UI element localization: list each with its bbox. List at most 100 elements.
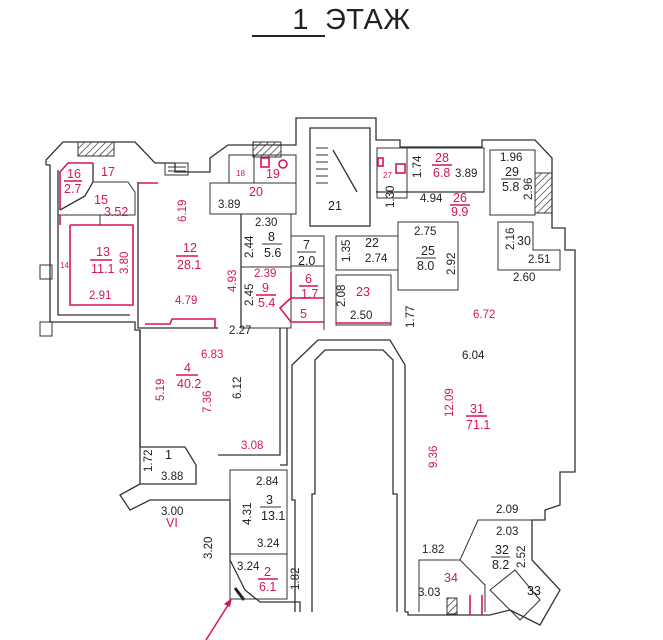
room-26-area: 9.9: [451, 205, 468, 219]
dim-2-84: 2.84: [256, 476, 279, 488]
dim-3-20: 3.20: [203, 537, 215, 559]
room-22-number: 22: [365, 236, 379, 250]
dim-2-60: 2.60: [513, 272, 535, 284]
dim-6-19: 6.19: [177, 200, 189, 222]
floor-label: ЭТАЖ: [324, 4, 411, 36]
dim-6-72: 6.72: [473, 309, 495, 321]
dim-1-30: 1.30: [385, 186, 397, 208]
room-12-number: 12: [183, 241, 197, 255]
dim-3-00: 3.00: [161, 506, 183, 518]
room-19-number: 19: [266, 167, 280, 181]
dim-4-94: 4.94: [420, 193, 443, 205]
room-4-area: 40.2: [177, 377, 201, 391]
dim-4-93: 4.93: [227, 270, 239, 292]
room-5-number: 5: [300, 307, 307, 321]
dim-1-74: 1.74: [412, 155, 424, 178]
dim-1-35: 1.35: [341, 240, 353, 262]
chimney-hatch: [77, 141, 115, 157]
room-7-number: 7: [303, 238, 310, 252]
room-16-number: 16: [67, 167, 81, 181]
room-9-area: 5.4: [258, 296, 275, 310]
rooms-1-3-2-walls: [119, 446, 301, 612]
room-13-number: 13: [96, 245, 110, 259]
dim-1-82-a: 1.82: [290, 568, 302, 590]
dim-2-50: 2.50: [350, 310, 372, 322]
room-27-number: 27: [383, 171, 392, 180]
room-29-number: 29: [505, 165, 519, 179]
dim-2-92: 2.92: [446, 253, 458, 275]
dim-4-79: 4.79: [175, 295, 197, 307]
room-34-number: 34: [444, 571, 458, 585]
dim-12-09: 12.09: [444, 388, 456, 417]
room-9-number: 9: [262, 281, 269, 295]
dim-6-83: 6.83: [201, 349, 223, 361]
rooms-29-30-walls: [489, 149, 561, 271]
room-6-area: 1.7: [301, 287, 318, 301]
dim-2-45: 2.45: [244, 284, 256, 306]
dim-6-12: 6.12: [232, 377, 244, 399]
dim-3-24-a: 3.24: [257, 538, 280, 550]
dim-3-80: 3.80: [119, 252, 131, 274]
chimney-hatch: [534, 172, 553, 214]
dim-3-08: 3.08: [241, 440, 263, 452]
room-33-number: 33: [527, 584, 541, 598]
room-2-number: 2: [264, 565, 271, 579]
room-13-area: 11.1: [91, 262, 114, 276]
floor-number: 1: [252, 5, 325, 37]
room-25-area: 8.0: [417, 259, 434, 273]
dim-5-19: 5.19: [155, 379, 167, 401]
dim-4-31: 4.31: [242, 503, 254, 525]
room-2-area: 6.1: [259, 580, 276, 594]
central-arch: [291, 339, 406, 612]
dim-1-72: 1.72: [143, 450, 155, 472]
entrance-arrow: [205, 598, 232, 640]
stair-21: [309, 127, 371, 227]
room-7-area: 2.0: [298, 254, 315, 268]
room-29-area: 5.8: [502, 180, 519, 194]
outer-walls: [39, 117, 576, 626]
room-3-number: 3: [266, 493, 273, 507]
dim-2-75: 2.75: [414, 226, 436, 238]
dim-3-52: 3.52: [104, 205, 128, 219]
dim-2-30: 2.30: [255, 217, 277, 229]
dim-2-08: 2.08: [336, 285, 348, 307]
chimney-hatch: [252, 141, 282, 158]
dim-2-51: 2.51: [528, 254, 550, 266]
room-4-number: 4: [184, 361, 191, 375]
dim-6-04: 6.04: [462, 350, 485, 362]
dim-3-88: 3.88: [161, 471, 183, 483]
dim-2-27: 2.27: [229, 325, 251, 337]
dim-9-36: 9.36: [428, 446, 440, 468]
rooms-22-28-walls: [335, 147, 485, 326]
room-20-number: 20: [249, 185, 263, 199]
room-1-number: 1: [165, 448, 172, 462]
dim-2-91: 2.91: [89, 290, 111, 302]
room-32-number: 32: [495, 543, 509, 557]
dim-1-82-b: 1.82: [422, 544, 444, 556]
room-8-area: 5.6: [264, 246, 281, 260]
room-32-area: 8.2: [492, 558, 509, 572]
dim-1-96: 1.96: [500, 152, 522, 164]
room-14-number: 14: [60, 261, 69, 270]
room-6-number: 6: [305, 272, 312, 286]
room-23-number: 23: [356, 285, 370, 299]
dim-7-36: 7.36: [202, 391, 214, 413]
dim-2-16: 2.16: [505, 228, 517, 250]
room-21-number: 21: [328, 199, 342, 213]
room-3-area: 13.1: [261, 509, 285, 523]
room-15-number: 15: [94, 193, 108, 207]
room-25-number: 25: [421, 244, 435, 258]
room-28-area: 6.8: [433, 166, 450, 180]
left-wing-rooms: [58, 162, 136, 306]
rooms-31-34-walls: [418, 519, 545, 621]
dim-2-44: 2.44: [244, 235, 256, 258]
room-12-area: 28.1: [177, 258, 201, 272]
chimney-hatch: [446, 597, 458, 615]
room-31-area: 71.1: [466, 418, 490, 432]
room-17-number: 17: [101, 165, 115, 179]
dim-3-89-b: 3.89: [455, 168, 477, 180]
room-28-number: 28: [435, 151, 449, 165]
rooms-5-9-walls: [240, 213, 325, 330]
